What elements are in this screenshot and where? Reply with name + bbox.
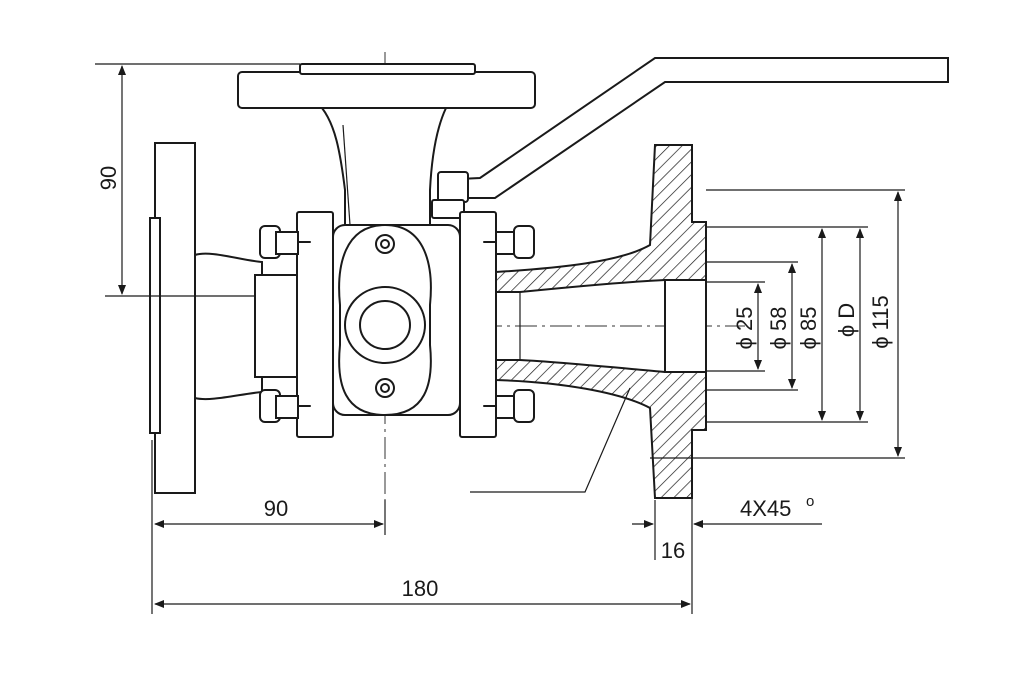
dim-height-90: 90 (96, 166, 121, 190)
left-pipe-neck (194, 252, 301, 401)
body-bolts (259, 225, 535, 423)
dim-chamfer-4x45: 4X45 (740, 496, 791, 521)
dim-flange-outer-dia: ϕ 115 (868, 295, 893, 349)
valve-stem-neck (319, 107, 448, 226)
lever-handle (431, 57, 949, 219)
dim-flange-thickness-16: 16 (661, 538, 685, 563)
body-flange-left (296, 211, 334, 438)
dim-seal-dia: ϕ D (834, 303, 859, 337)
left-end-flange (149, 142, 196, 494)
dimension-labels: 90 90 180 16 4X45 o ϕ 25 ϕ 58 ϕ 85 ϕ D ϕ… (96, 166, 893, 601)
dim-chamfer-degree: o (806, 493, 814, 510)
body-flange-right (459, 211, 497, 438)
extension-lines (95, 63, 905, 614)
dimension-lines (118, 65, 902, 608)
top-handle-plate (237, 63, 536, 109)
dim-bolt-circle-dia: ϕ 85 (796, 307, 821, 350)
dim-raised-face-dia: ϕ 58 (766, 307, 791, 350)
dim-bore-dia: ϕ 25 (732, 307, 757, 350)
right-section-hatched (495, 144, 707, 499)
valve-body-center (332, 223, 461, 417)
dim-total-length-180: 180 (402, 576, 439, 601)
dim-half-length-90: 90 (264, 496, 288, 521)
leader-line (470, 387, 631, 493)
